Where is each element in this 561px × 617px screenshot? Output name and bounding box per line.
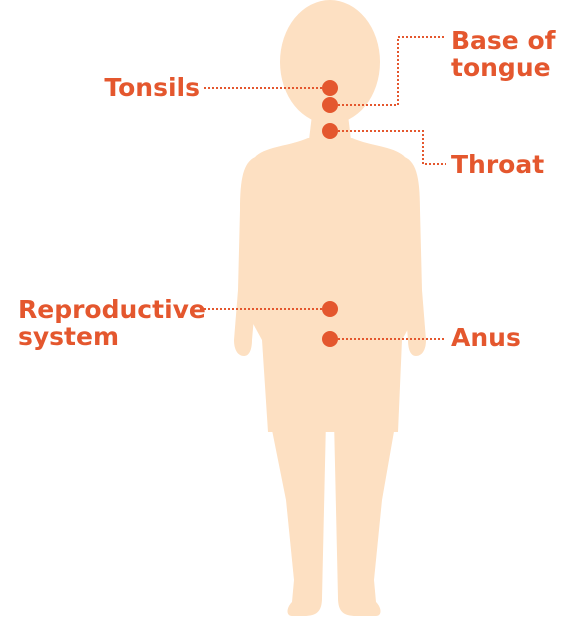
tonsils-label: Tonsils — [60, 74, 200, 101]
base-of-tongue-label: Base of tongue — [451, 27, 556, 81]
tonsils-label-text: Tonsils — [104, 73, 200, 102]
base-of-tongue-marker — [322, 97, 338, 113]
throat-marker — [322, 123, 338, 139]
base-of-tongue-label-line1: Base of — [451, 27, 556, 54]
right-leg-shape — [334, 420, 396, 616]
reproductive-system-label-line2: system — [18, 323, 206, 350]
reproductive-system-label-line1: Reproductive — [18, 296, 206, 323]
anus-label-text: Anus — [451, 323, 521, 352]
tonsils-marker — [322, 80, 338, 96]
throat-label: Throat — [451, 151, 544, 178]
base-of-tongue-label-line2: tongue — [451, 54, 556, 81]
left-leg-shape — [270, 420, 326, 616]
throat-label-text: Throat — [451, 150, 544, 179]
reproductive-system-label: Reproductive system — [18, 296, 206, 350]
anus-label: Anus — [451, 324, 521, 351]
reproductive-marker — [322, 301, 338, 317]
torso-shape — [245, 138, 417, 432]
anus-marker — [322, 331, 338, 347]
